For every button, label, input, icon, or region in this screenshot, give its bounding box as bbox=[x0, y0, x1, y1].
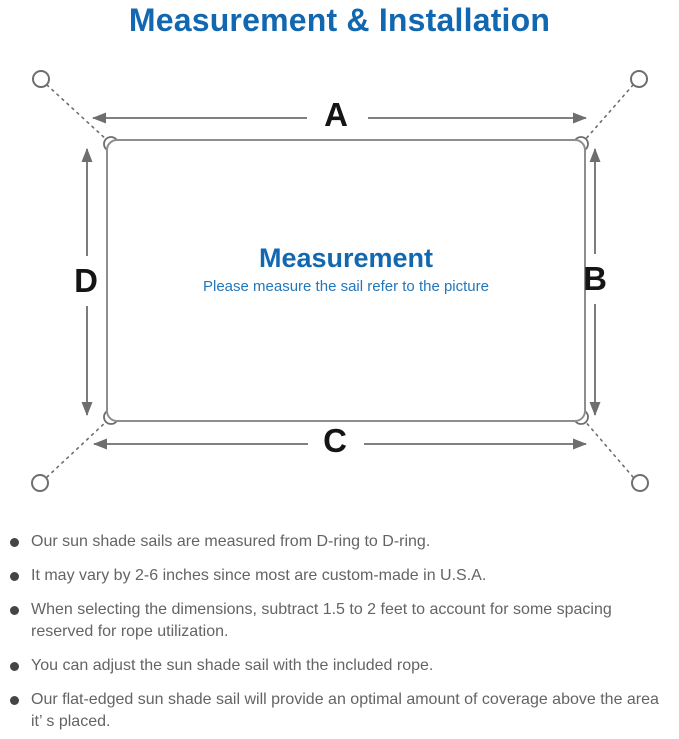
measurement-heading: Measurement bbox=[258, 243, 434, 273]
note-text: Our sun shade sails are measured from D-… bbox=[31, 533, 431, 550]
anchor-ring-icon-top-left bbox=[32, 70, 50, 88]
bullet-dot-icon bbox=[10, 696, 19, 705]
note-text: It may vary by 2-6 inches since most are… bbox=[31, 567, 487, 584]
bullet-dot-icon bbox=[10, 572, 19, 581]
dimension-label-d: D bbox=[74, 262, 98, 299]
note-item: When selecting the dimensions, subtract … bbox=[10, 599, 673, 643]
bullet-dot-icon bbox=[10, 662, 19, 671]
note-item: Our sun shade sails are measured from D-… bbox=[10, 531, 673, 553]
dimension-label-c: C bbox=[323, 422, 347, 459]
measurement-diagram bbox=[31, 70, 649, 492]
dimension-label-b: B bbox=[583, 260, 607, 297]
anchor-ring-icon-top-right bbox=[630, 70, 648, 88]
note-text: Our flat-edged sun shade sail will provi… bbox=[31, 691, 659, 730]
note-item: It may vary by 2-6 inches since most are… bbox=[10, 565, 673, 587]
notes-list: Our sun shade sails are measured from D-… bbox=[10, 531, 673, 739]
note-item: Our flat-edged sun shade sail will provi… bbox=[10, 689, 673, 733]
rope-dashed-line-bottom-left bbox=[46, 419, 109, 478]
anchor-ring-icon-bottom-left bbox=[31, 474, 49, 492]
bullet-dot-icon bbox=[10, 538, 19, 547]
measurement-subheading: Please measure the sail refer to the pic… bbox=[203, 278, 489, 295]
sail-outline bbox=[106, 139, 586, 422]
rope-dashed-line-top-right bbox=[583, 84, 634, 142]
dimension-label-a: A bbox=[324, 96, 348, 133]
rope-dashed-line-bottom-right bbox=[583, 419, 634, 478]
rope-dashed-line-top-left bbox=[46, 84, 109, 142]
note-text: You can adjust the sun shade sail with t… bbox=[31, 657, 434, 674]
note-text: When selecting the dimensions, subtract … bbox=[31, 601, 612, 640]
anchor-ring-icon-bottom-right bbox=[631, 474, 649, 492]
page-title: Measurement & Installation bbox=[128, 2, 551, 38]
bullet-dot-icon bbox=[10, 606, 19, 615]
note-item: You can adjust the sun shade sail with t… bbox=[10, 655, 673, 677]
